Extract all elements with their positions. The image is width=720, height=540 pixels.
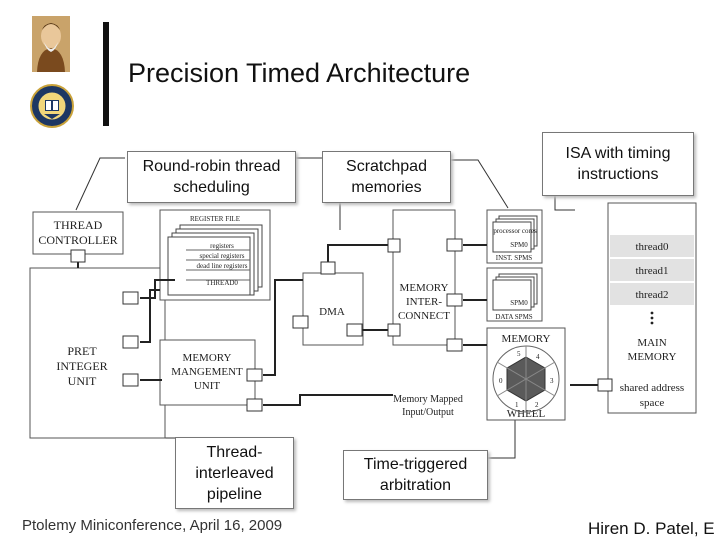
thread2-label: thread2 (636, 289, 669, 301)
pret-line2: INTEGER (56, 359, 107, 373)
main-memory: thread0 thread1 thread2 MAIN MEMORY shar… (607, 202, 697, 414)
wheel-num-2: 2 (535, 401, 539, 409)
interconnect-line3: CONNECT (398, 310, 450, 322)
mmu-line1: MEMORY (183, 352, 232, 364)
inst-spms-label: INST. SPMS (496, 254, 533, 262)
shared-address-line2: space (640, 397, 665, 409)
thread0-label: thread0 (636, 241, 669, 253)
wheel-num-1: 1 (515, 401, 519, 409)
thread-controller-line1: THREAD (54, 218, 103, 232)
callout-isa: ISA with timing instructions (542, 132, 694, 196)
wheel-num-5: 5 (517, 350, 521, 358)
interconnect-line1: MEMORY (400, 282, 449, 294)
instruction-spms: processor cores SPM0 INST. SPMS (486, 209, 543, 264)
memory-wheel: MEMORY WHEEL 5 4 0 3 1 2 (486, 327, 566, 421)
thread1-label: thread1 (636, 265, 669, 277)
memory-management-unit: MEMORY MANGEMENT UNIT (159, 339, 256, 406)
portrait-image (32, 16, 70, 72)
title-divider (103, 22, 109, 126)
slide-title: Precision Timed Architecture (128, 58, 471, 88)
wheel-line1: MEMORY (502, 333, 551, 345)
memory-interconnect: MEMORY INTER- CONNECT (392, 209, 456, 346)
register-line-thread0: THREAD0 (206, 279, 238, 287)
interconnect-line2: INTER- (406, 296, 442, 308)
pret-line3: UNIT (68, 374, 97, 388)
data-spms: SPM0 DATA SPMS (486, 267, 543, 322)
wheel-num-3: 3 (550, 377, 554, 385)
mmio-line2: Input/Output (402, 407, 454, 418)
thread-controller-line2: CONTROLLER (38, 233, 117, 247)
thread-controller: THREAD CONTROLLER (32, 211, 124, 255)
register-line-registers: registers (210, 242, 234, 250)
wheel-num-0: 0 (499, 377, 503, 385)
pret-line1: PRET (67, 344, 97, 358)
main-memory-line2: MEMORY (628, 351, 677, 363)
register-file-label: REGISTER FILE (190, 215, 240, 223)
inst-spm0: SPM0 (510, 241, 528, 249)
register-file: REGISTER FILE registers special register… (159, 209, 271, 301)
register-lines: registers special registers dead line re… (186, 242, 250, 287)
shared-address-line1: shared address (620, 382, 684, 394)
callout-round-robin: Round-robin thread scheduling (127, 151, 296, 203)
university-seal (30, 84, 74, 128)
data-spms-label: DATA SPMS (495, 313, 532, 321)
callout-scratchpad: Scratchpad memories (322, 151, 451, 203)
spm-stack-label: processor cores (493, 227, 537, 235)
wheel-num-4: 4 (536, 353, 540, 361)
mmu-line3: UNIT (194, 380, 221, 392)
pret-integer-unit: PRET INTEGER UNIT (29, 267, 166, 439)
data-spm0: SPM0 (510, 299, 528, 307)
main-memory-line1: MAIN (637, 337, 666, 349)
register-line-special: special registers (200, 252, 245, 260)
footer-author: Hiren D. Patel, E (588, 519, 715, 538)
footer-event: Ptolemy Miniconference, April 16, 2009 (22, 517, 283, 534)
callout-time-triggered: Time-triggered arbitration (343, 450, 488, 500)
mmio-line1: Memory Mapped (393, 394, 463, 405)
mmu-line2: MANGEMENT (171, 366, 243, 378)
register-line-deadline: dead line registers (197, 262, 248, 270)
callout-thread-interleaved: Thread-interleaved pipeline (175, 437, 294, 509)
connector-ports (70, 238, 613, 412)
dma-label: DMA (319, 306, 345, 318)
